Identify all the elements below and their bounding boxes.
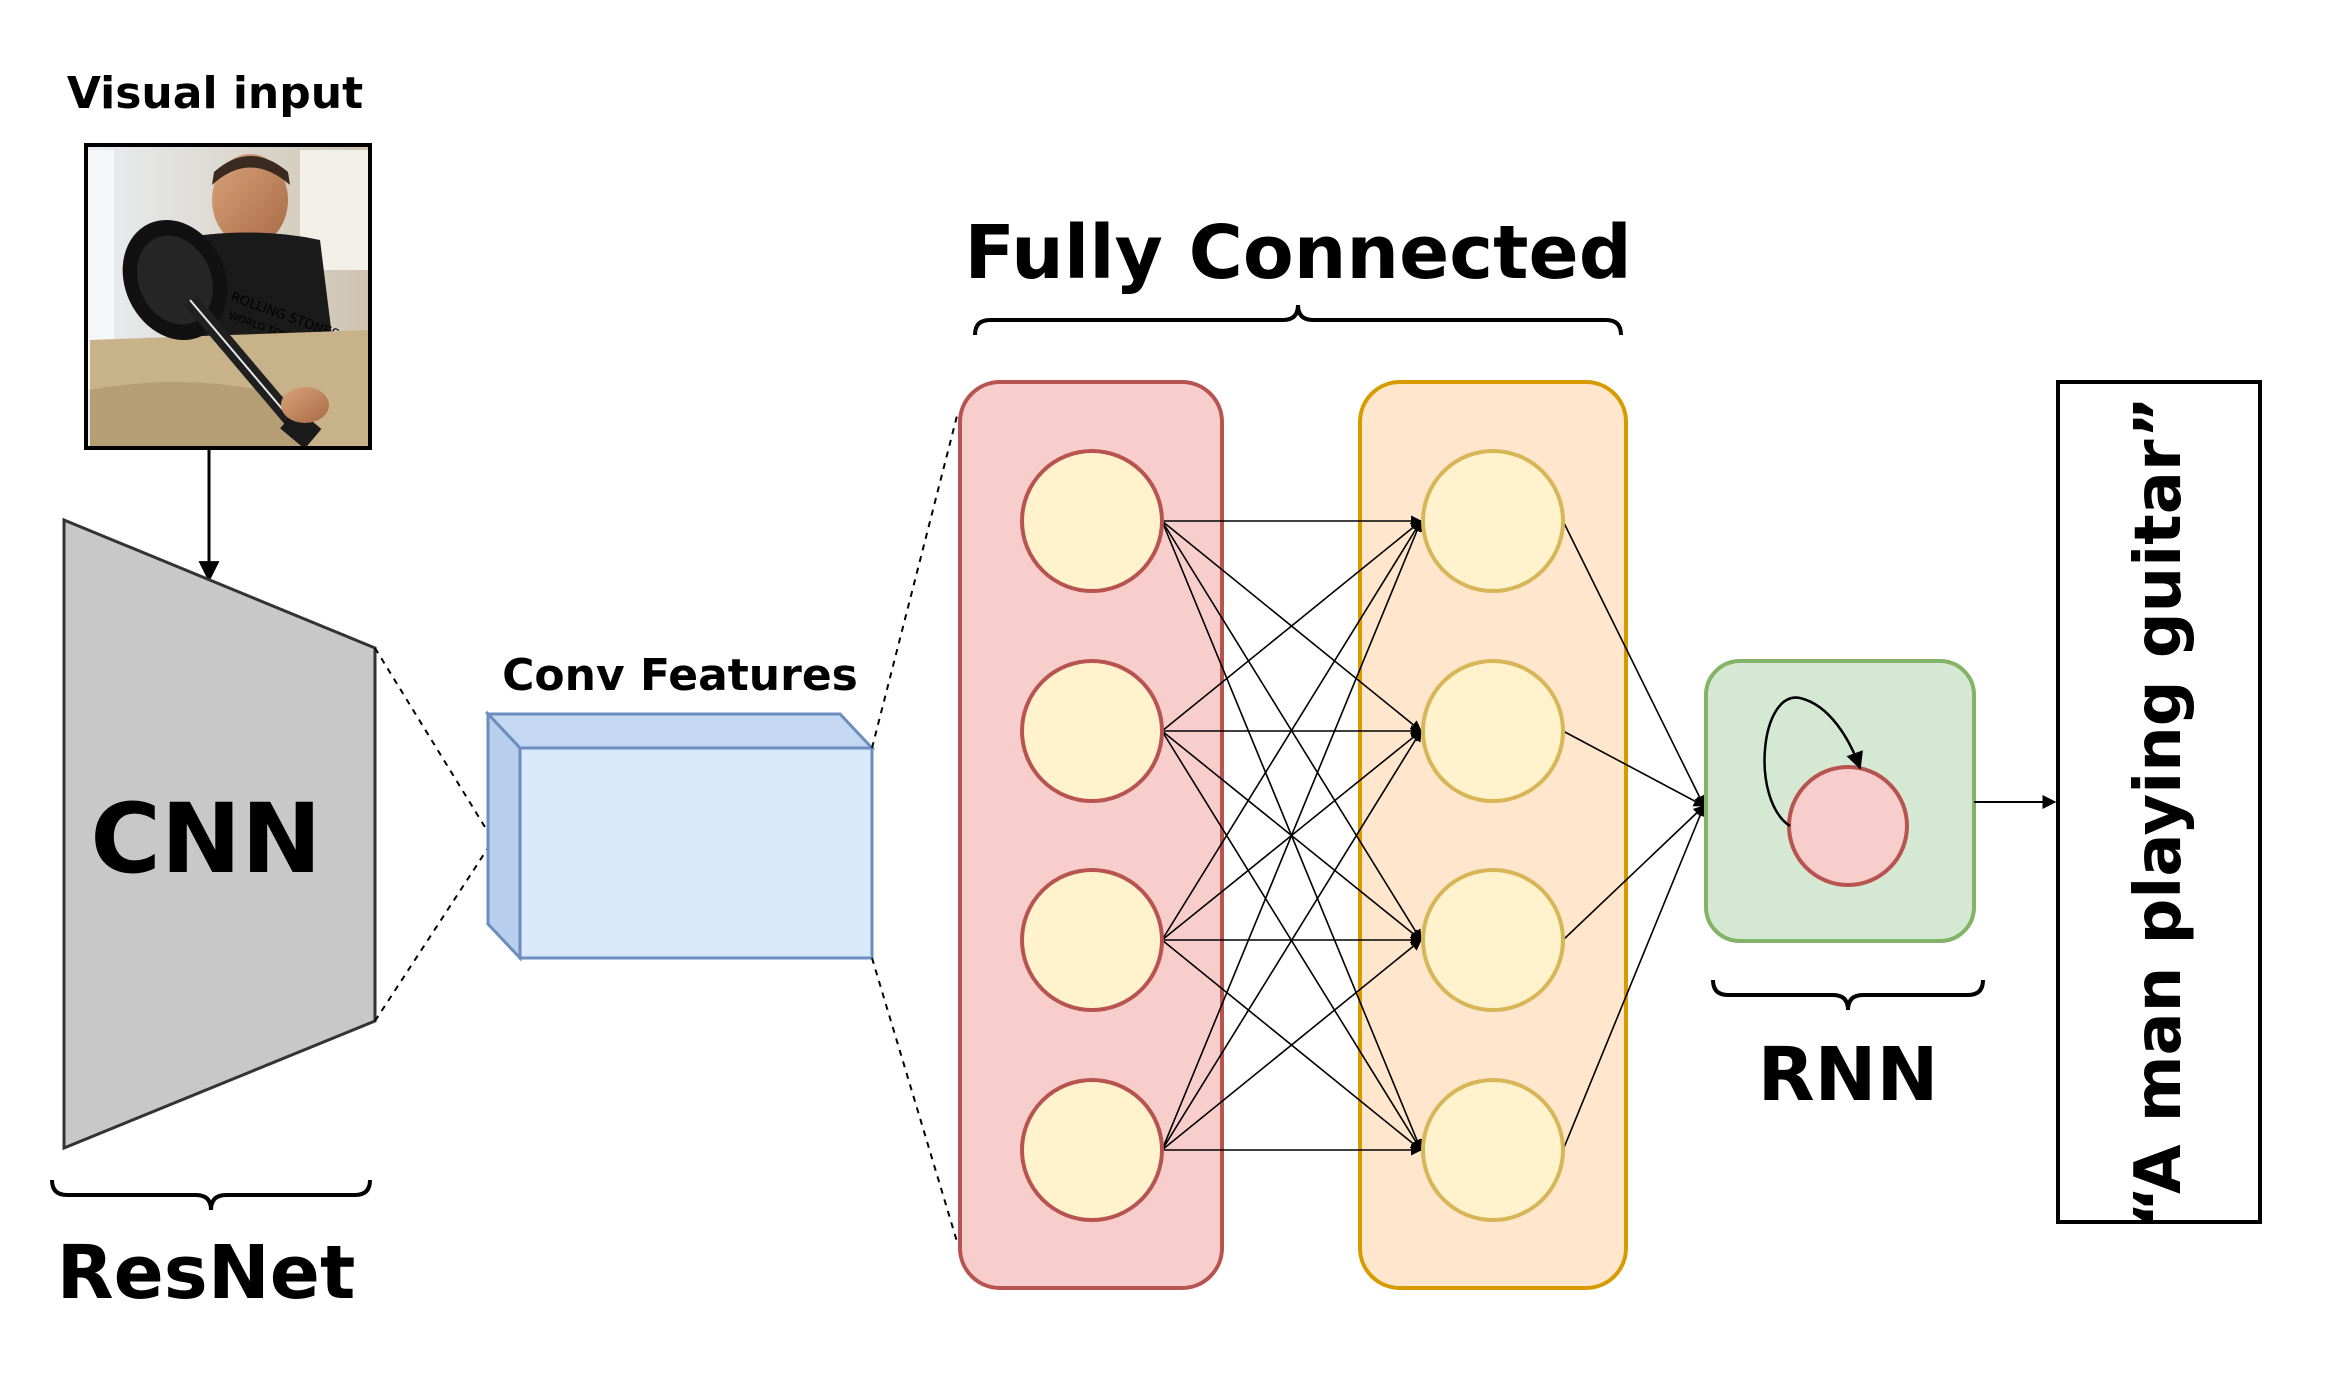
fc1-node bbox=[1020, 449, 1164, 593]
fc-to-rnn-edge bbox=[1562, 730, 1705, 807]
fc-to-rnn-edge bbox=[1562, 805, 1705, 941]
input-photo: ROLLING STONES WORLD TOUR bbox=[84, 143, 372, 450]
fc2-node bbox=[1421, 1078, 1565, 1222]
fc2-node bbox=[1421, 868, 1565, 1012]
fc-to-rnn-connections bbox=[1562, 520, 1706, 1151]
caption-text: “A man playing guitar” bbox=[2122, 396, 2196, 1228]
fc-edge bbox=[1161, 520, 1422, 732]
fc-to-rnn-edge bbox=[1562, 804, 1706, 1151]
fc2-node bbox=[1421, 659, 1565, 803]
cnn-label: CNN bbox=[90, 783, 321, 895]
fc-connections bbox=[1161, 515, 1423, 1156]
conv-to-fc-projection bbox=[871, 411, 959, 1246]
fc-layer-2 bbox=[1358, 380, 1628, 1290]
fully-connected-label: Fully Connected bbox=[964, 210, 1631, 296]
fc1-node bbox=[1020, 868, 1164, 1012]
fc-layer-1 bbox=[958, 380, 1224, 1290]
rnn-recurrent-loop bbox=[1763, 696, 1863, 828]
resnet-brace bbox=[50, 1179, 372, 1211]
fc1-node bbox=[1020, 659, 1164, 803]
fc-edge bbox=[1161, 520, 1422, 941]
conv-features-block bbox=[484, 710, 876, 962]
fc2-node bbox=[1421, 449, 1565, 593]
fc1-node bbox=[1020, 1078, 1164, 1222]
fc-to-rnn-edge bbox=[1562, 520, 1705, 808]
fully-connected-brace bbox=[973, 304, 1623, 336]
rnn-node bbox=[1787, 765, 1909, 887]
fc-edge bbox=[1161, 730, 1422, 1151]
cnn-to-conv-projection bbox=[374, 647, 489, 1022]
visual-input-label: Visual input bbox=[67, 68, 363, 119]
resnet-label: ResNet bbox=[57, 1230, 356, 1316]
conv-features-label: Conv Features bbox=[502, 650, 858, 701]
fc-edge bbox=[1161, 519, 1423, 1151]
caption-box bbox=[2056, 380, 2262, 1224]
fc-edge bbox=[1161, 939, 1422, 1151]
rnn-brace bbox=[1711, 979, 1985, 1011]
rnn-label: RNN bbox=[1758, 1032, 1939, 1118]
